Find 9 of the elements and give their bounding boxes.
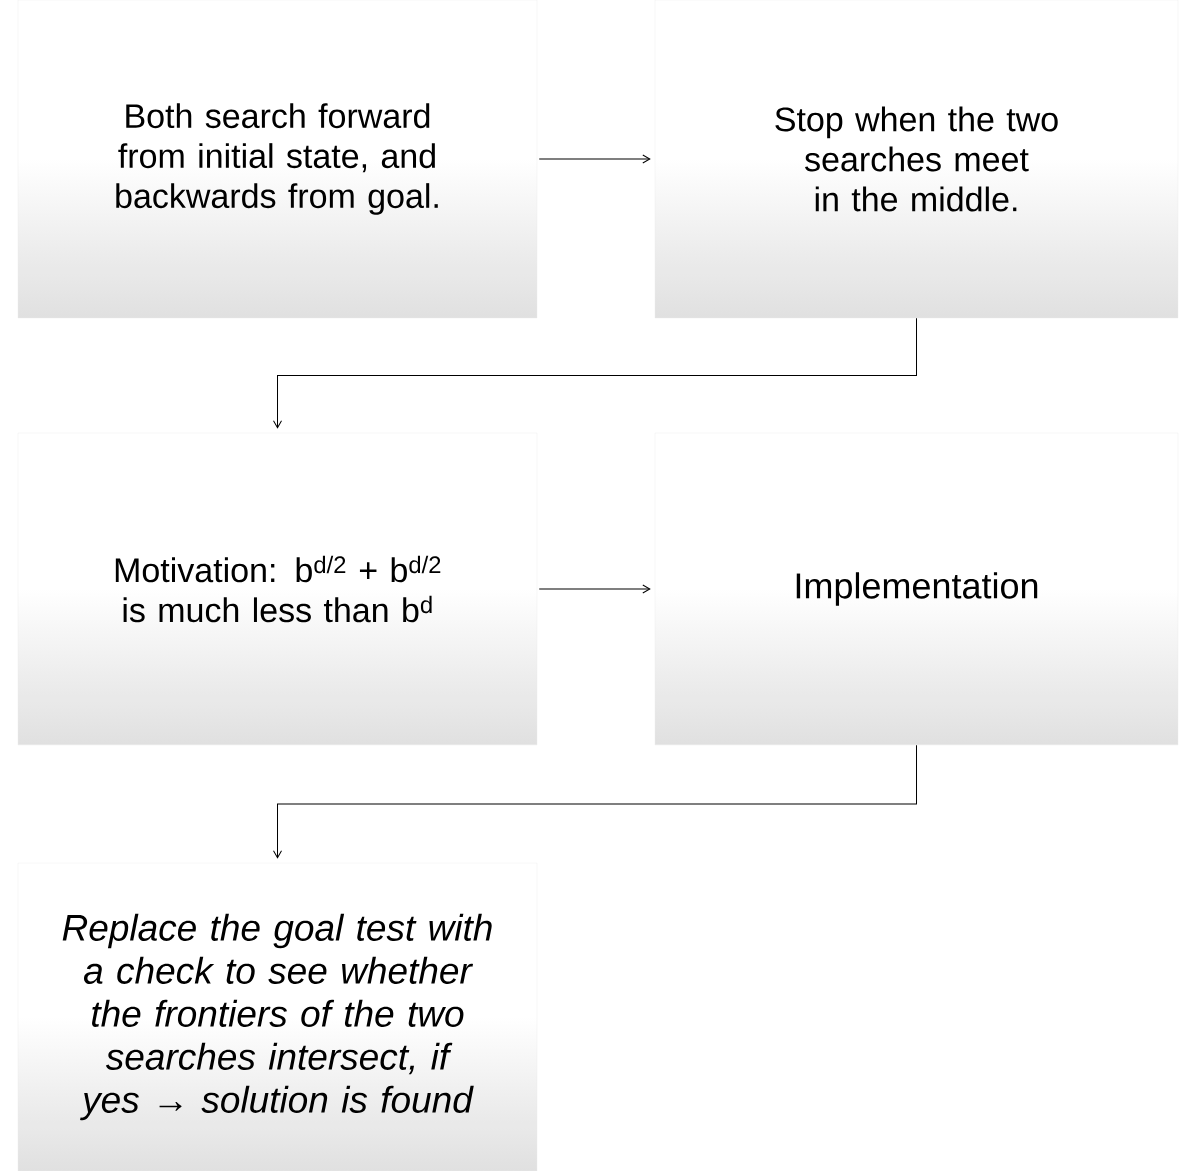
arrow xyxy=(538,584,651,594)
arrow xyxy=(273,317,917,429)
process-box: Motivation: b$^{d/2}$ + b$^{d/2}$ is much less than b$^{d}$ xyxy=(17,432,538,746)
process-box: Stop when the two searches meet in the middle. xyxy=(654,0,1179,319)
process-box: Both search forward from initial state, and backwards from goal. xyxy=(17,0,538,319)
process-box: Replace the goal test with a check to see whether the frontiers of the two searches intersect, if yes → solution is found xyxy=(17,862,538,1171)
process-box: Implementation xyxy=(654,432,1179,746)
arrow xyxy=(538,154,651,164)
arrow xyxy=(273,744,917,859)
